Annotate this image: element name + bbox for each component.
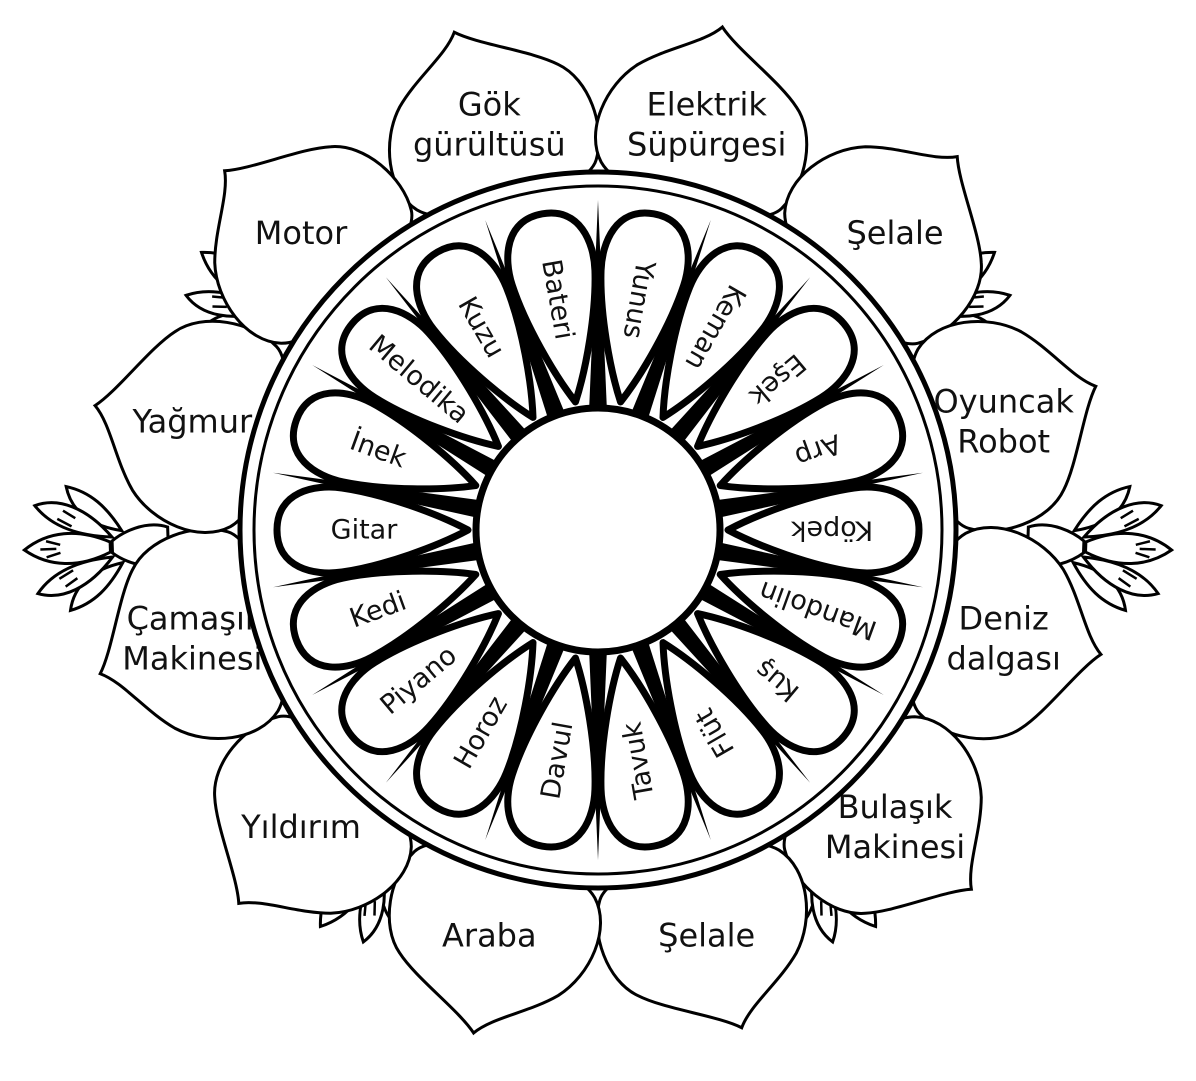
outer-petal-label: Deniz	[959, 600, 1049, 638]
outer-petal-label: Yıldırım	[240, 808, 361, 846]
outer-petal-label: Motor	[255, 214, 348, 252]
outer-petal-label: Çamaşır	[127, 600, 259, 638]
outer-petal-label: Araba	[442, 917, 537, 955]
outer-petal-label: Gök	[458, 85, 521, 123]
outer-petal-label: Şelale	[846, 214, 943, 252]
outer-petal-label: Şelale	[658, 917, 755, 955]
outer-petal-label: Bulaşık	[838, 788, 953, 826]
outer-petal-label: Robot	[957, 422, 1050, 460]
outer-petal-label: Yağmur	[131, 402, 253, 440]
outer-petal-label: Makinesi	[825, 828, 965, 866]
inner-petal-label: Gitar	[331, 515, 399, 546]
outer-petal-label: Süpürgesi	[627, 125, 786, 163]
outer-petal-label: Oyuncak	[933, 382, 1074, 420]
outer-petal-label: Elektrik	[646, 85, 767, 123]
center-circle	[476, 408, 720, 652]
outer-petal-label: gürültüsü	[413, 125, 566, 163]
outer-petal-label: Makinesi	[122, 640, 262, 678]
inner-petal-label: Köpek	[791, 515, 874, 546]
outer-petal-label: dalgası	[947, 640, 1061, 678]
